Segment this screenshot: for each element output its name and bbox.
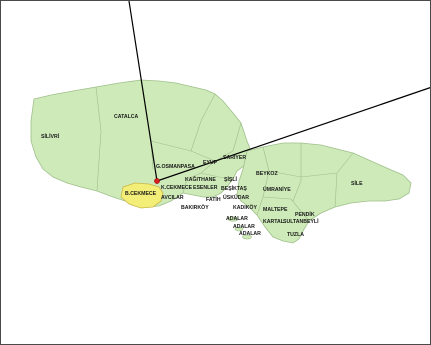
asian-side-land: [236, 142, 412, 244]
label-uskudar: ÜSKÜDAR: [223, 194, 249, 201]
label-fatih: FATİH: [206, 196, 221, 203]
label-esenler: ESENLER: [193, 185, 218, 191]
island-3: [242, 234, 252, 240]
island-1: [227, 216, 239, 222]
label-catalca: CATALCA: [114, 114, 139, 120]
label-sile: SİLE: [351, 180, 363, 187]
label-kagithane: KAĞITHANE: [185, 175, 216, 183]
island-2: [234, 226, 244, 232]
label-k-cekmece: K.CEKMECE: [161, 185, 193, 191]
label-adalar-3: ADALAR: [239, 231, 261, 237]
label-bakirkoy: BAKIRKÖY: [181, 204, 209, 211]
label-maltepe: MALTEPE: [263, 207, 288, 213]
label-adalar-2: ADALAR: [233, 224, 255, 230]
label-eyup: EYUP: [203, 160, 218, 166]
label-sisli: ŞİŞLİ: [224, 176, 238, 183]
label-beykoz: BEYKOZ: [256, 171, 278, 177]
label-b-cekmece: B.CEKMECE: [125, 191, 157, 197]
label-kartal: KARTAL: [263, 219, 285, 225]
label-avcilar: AVCILAR: [161, 195, 184, 201]
label-gosmanpasa: G.OSMANPASA: [156, 164, 195, 170]
label-silivri: SİLİVRİ: [41, 133, 60, 140]
leader-line-2: [156, 87, 430, 182]
location-marker: [154, 178, 160, 184]
label-besiktas: BEŞİKTAŞ: [221, 185, 247, 192]
label-sariyer: SARIYER: [223, 155, 246, 161]
label-kadikoy: KADIKÖY: [233, 204, 257, 211]
highlighted-district-b-cekmece: [120, 182, 164, 209]
label-umraniye: ÜMRANİYE: [263, 186, 291, 193]
leader-line-1: [128, 1, 158, 182]
label-pendik: PENDİK: [295, 211, 315, 218]
label-adalar-1: ADALAR: [226, 216, 248, 222]
label-sultanbeyli: SULTANBEYLİ: [283, 218, 319, 225]
label-tuzla: TUZLA: [287, 232, 304, 238]
